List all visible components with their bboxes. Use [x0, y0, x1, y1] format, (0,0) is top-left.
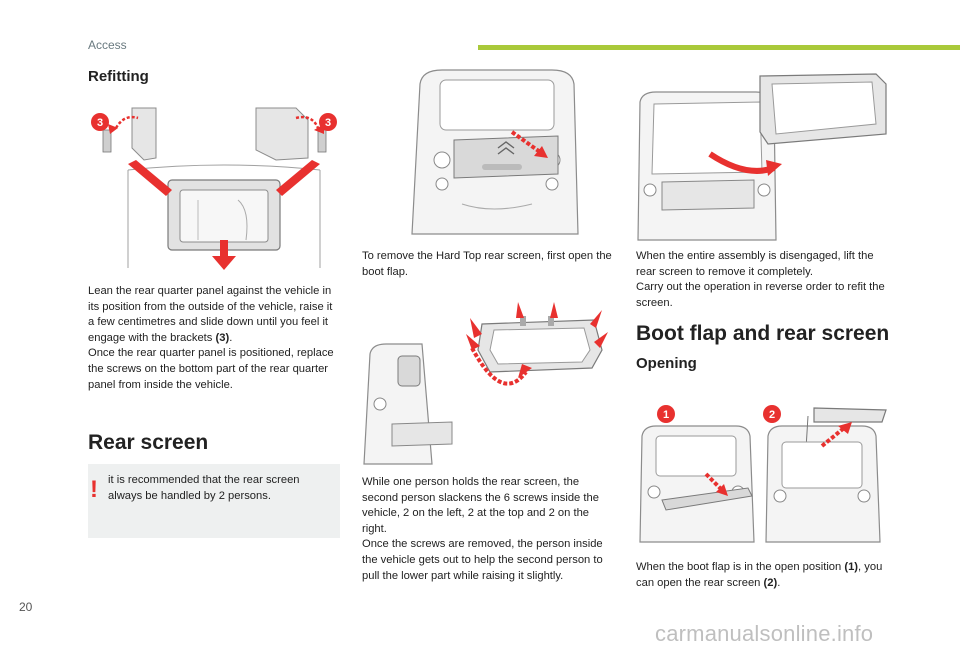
lift-rear-screen-illustration [636, 72, 888, 242]
refitting-title: Refitting [88, 68, 149, 85]
warning-box [88, 464, 340, 538]
boot-flap-open-illustration [362, 64, 612, 240]
warning-text: it is recommended that the rear screen a… [108, 474, 300, 502]
exclamation-icon: ! [90, 476, 98, 503]
callout-3-left: 3 [97, 117, 103, 129]
refitting-illustration: 3 3 [88, 100, 340, 272]
opening-text: When the boot flap is in the open positi… [636, 561, 883, 589]
callout-2: 2 [769, 409, 775, 421]
step2-text: While one person holds the rear screen, … [362, 476, 603, 582]
watermark: carmanualsonline.info [655, 621, 874, 646]
opening-title: Opening [636, 355, 697, 372]
step3-text: When the entire assembly is disengaged, … [636, 250, 885, 309]
section-label: Access [88, 38, 127, 52]
boot-flap-title: Boot flap and rear screen [636, 322, 890, 345]
refitting-text: Lean the rear quarter panel against the … [88, 285, 334, 391]
section-accent-bar [478, 45, 960, 50]
unscrew-rear-screen-illustration [362, 294, 612, 470]
bracket-ref: (3) [215, 331, 230, 344]
callout-1: 1 [663, 409, 669, 421]
rear-screen-title: Rear screen [88, 431, 209, 454]
step1-text: To remove the Hard Top rear screen, firs… [362, 250, 612, 278]
opening-illustration: 1 2 [636, 396, 888, 544]
page-number: 20 [19, 600, 33, 614]
callout-3-right: 3 [325, 117, 331, 129]
